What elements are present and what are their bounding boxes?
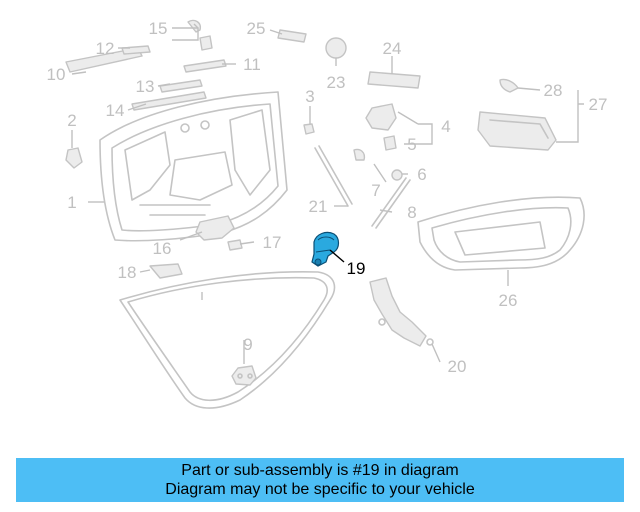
small-parts <box>65 19 421 279</box>
callout-1: 1 <box>67 193 76 212</box>
callout-17: 17 <box>263 233 282 252</box>
callout-11: 11 <box>243 55 261 74</box>
callout-16: 16 <box>153 239 172 258</box>
callout-7: 7 <box>371 181 380 200</box>
hinge-part-9 <box>231 365 257 386</box>
callout-28: 28 <box>544 81 563 100</box>
banner-line-1: Part or sub-assembly is #19 in diagram <box>181 462 459 479</box>
callout-8: 8 <box>407 203 416 222</box>
callout-25: 25 <box>247 19 266 38</box>
callout-27: 27 <box>589 95 608 114</box>
callout-6: 6 <box>417 165 426 184</box>
callout-4: 4 <box>441 117 450 136</box>
trunk-lid-part <box>99 91 288 242</box>
leader-lines <box>71 23 584 364</box>
callout-18: 18 <box>118 263 137 282</box>
callout-9: 9 <box>243 335 252 354</box>
callout-3: 3 <box>305 87 314 106</box>
callout-19: 19 <box>347 259 366 278</box>
trunk-lining-part-26 <box>417 196 585 271</box>
highlighted-part-19[interactable] <box>311 231 340 267</box>
callout-10: 10 <box>47 65 66 84</box>
callout-2: 2 <box>67 111 76 130</box>
callout-24: 24 <box>383 39 402 58</box>
lock-part-4 <box>365 103 397 151</box>
callout-13: 13 <box>136 77 155 96</box>
parts-diagram: 1 2 3 4 5 6 7 8 9 10 11 12 13 14 15 16 1… <box>47 19 608 409</box>
callout-15: 15 <box>149 19 168 38</box>
hinge-assembly-part-20 <box>369 277 434 347</box>
trunk-seal-part <box>119 270 336 409</box>
callout-21: 21 <box>309 197 328 216</box>
callout-23: 23 <box>327 73 346 92</box>
info-banner: Part or sub-assembly is #19 in diagram D… <box>16 458 624 502</box>
banner-line-2: Diagram may not be specific to your vehi… <box>165 481 475 498</box>
callout-14: 14 <box>106 101 125 120</box>
callout-12: 12 <box>96 39 115 58</box>
callout-20: 20 <box>448 357 467 376</box>
callout-labels: 1 2 3 4 5 6 7 8 9 10 11 12 13 14 15 16 1… <box>47 19 608 376</box>
callout-26: 26 <box>499 291 518 310</box>
handle-part-27 <box>477 78 557 151</box>
callout-5: 5 <box>407 135 416 154</box>
